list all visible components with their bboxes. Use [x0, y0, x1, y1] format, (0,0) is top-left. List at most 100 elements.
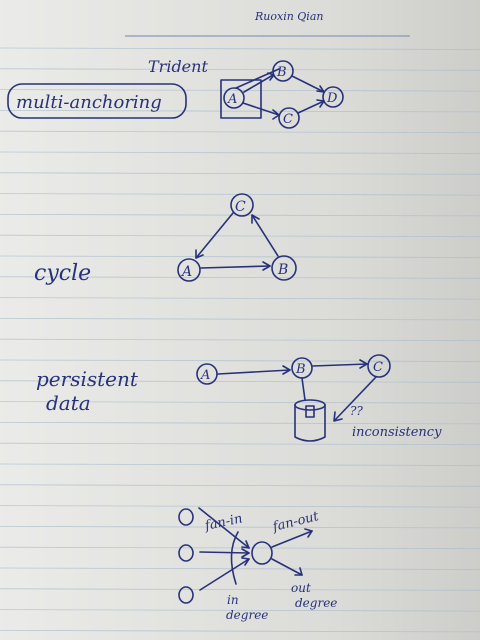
in-degree-label-line1: in [227, 593, 239, 607]
node-a-label: A [180, 264, 192, 280]
rule-line [0, 172, 480, 175]
edge-in-1 [198, 507, 250, 549]
question-marks: ?? [350, 404, 363, 418]
source-node-2 [178, 544, 194, 562]
arrowhead-a-c [272, 109, 280, 120]
edge-b-db [301, 377, 306, 401]
node-a [223, 87, 245, 109]
edge-in-2 [199, 551, 250, 554]
arrowhead-b-c [359, 359, 368, 369]
rule-line [0, 546, 480, 550]
node-b-label: B [295, 362, 306, 377]
inconsistency-note: inconsistency [352, 425, 442, 440]
section-multi-anchoring: multi-anchoring Trident A B C D [7, 57, 344, 129]
node-a [177, 258, 201, 282]
rule-line [0, 421, 480, 425]
rule-line [0, 234, 480, 238]
edge-a-c [242, 102, 280, 116]
node-c-label: C [373, 360, 383, 375]
arrowhead-in-2 [241, 548, 250, 558]
rule-line [0, 151, 480, 154]
rule-line [0, 276, 480, 279]
rule-line [0, 110, 480, 113]
section-label-line2: data [46, 391, 91, 415]
arrowhead-b-c [251, 214, 260, 224]
arrowhead-out-2 [294, 567, 303, 576]
rule-line [0, 484, 480, 487]
edge-a-b-second [235, 68, 280, 89]
arrowhead-a-b [282, 365, 291, 375]
node-b [271, 255, 297, 281]
rule-line [0, 130, 480, 134]
ruled-lines [0, 47, 480, 633]
section-label: cycle [34, 261, 91, 286]
rule-line [0, 401, 480, 404]
edge-b-c [251, 214, 279, 257]
section-label: multi-anchoring [16, 92, 162, 113]
edge-a-b [200, 265, 271, 269]
node-a [196, 363, 218, 385]
in-degree-arc [230, 531, 239, 585]
node-c [278, 107, 300, 129]
edge-b-c [312, 363, 368, 367]
arrowhead-c-a [195, 249, 204, 259]
arrowhead-in-1 [241, 540, 250, 549]
rule-line [0, 442, 480, 446]
edge-c-db [334, 376, 377, 421]
rule-line [0, 68, 480, 71]
source-node-3 [178, 586, 194, 604]
arrowhead-b-d [316, 85, 325, 93]
rule-line [0, 380, 480, 383]
node-c-label: C [235, 199, 246, 215]
rule-line [0, 463, 480, 466]
rule-line [0, 505, 480, 508]
node-d-label: D [326, 91, 338, 106]
section-fan-in-fan-out: fan-in fan-out in degree out degree [178, 507, 337, 622]
arrowhead-in-3 [241, 557, 250, 566]
out-degree-label-line2: degree [295, 596, 337, 610]
node-d [322, 86, 344, 108]
node-a-label: A [200, 368, 210, 383]
node-c [230, 193, 254, 217]
label-box [7, 83, 187, 119]
rule-line [0, 359, 480, 362]
node-a-label: A [227, 92, 237, 107]
edge-c-d [297, 100, 325, 114]
section-label-line1: persistent [36, 367, 139, 391]
database-icon [294, 399, 326, 442]
edge-a-b [243, 74, 274, 93]
rule-line [0, 526, 480, 529]
edge-c-a [195, 212, 234, 259]
node-b-label: B [277, 262, 288, 278]
section-cycle: cycle C A B [34, 193, 297, 286]
node-b-label: B [276, 65, 287, 80]
rule-line [0, 588, 480, 591]
arrowhead-c-db [333, 411, 343, 422]
edge-out-1 [271, 530, 313, 548]
edge-a-b [217, 369, 291, 375]
author-signature: Ruoxin Qian [254, 10, 323, 23]
out-degree-label-line1: out [291, 581, 311, 595]
fan-out-label: fan-out [270, 509, 321, 535]
trident-title: Trident [148, 57, 208, 76]
rule-line [0, 297, 480, 300]
arrowhead-out-1 [304, 528, 313, 538]
node-c [367, 354, 391, 378]
rule-line [0, 255, 480, 258]
edge-out-2 [271, 558, 303, 576]
edge-b-d [291, 75, 325, 93]
center-node [251, 541, 273, 565]
in-degree-label-line2: degree [226, 608, 268, 622]
fan-in-label: fan-in [203, 511, 244, 534]
source-node-1 [178, 508, 194, 526]
arrowhead-c-d [316, 99, 325, 108]
node-c-label: C [283, 112, 293, 127]
edge-in-3 [199, 558, 250, 591]
rule-line [0, 47, 480, 50]
anchor-box [220, 79, 262, 119]
rule-line [0, 567, 480, 570]
arrowhead-a-b [262, 261, 271, 271]
rule-line [0, 630, 480, 633]
